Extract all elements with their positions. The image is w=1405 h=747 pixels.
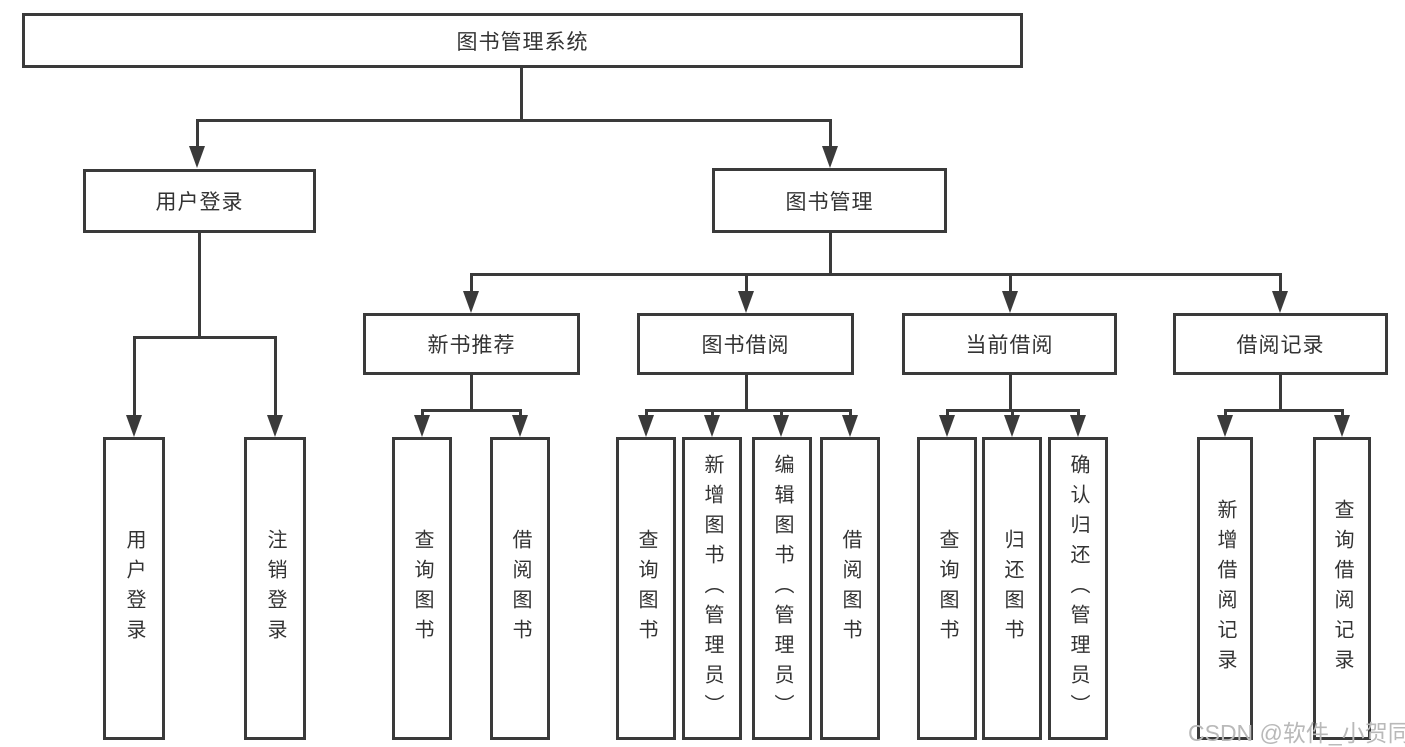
connector-root-stem: [520, 68, 523, 119]
arrowhead-to-leaf-login: [126, 415, 142, 437]
connector-leaf-stem: [711, 409, 714, 417]
arrowhead-to-leaf-add-record: [1217, 415, 1233, 437]
connector-leaf-stem: [645, 409, 648, 417]
connector-user-login-bar: [133, 336, 277, 339]
leaf-add-borrow-record-label: 新增借阅记录: [1214, 498, 1236, 679]
connector-book-mgmt-stem: [829, 233, 832, 275]
arrowhead-to-book-borrow: [738, 291, 754, 313]
arrowhead-to-leaf-add-book: [704, 415, 720, 437]
connector-new-book-bar: [421, 409, 522, 412]
connector-leaf-stem: [849, 409, 852, 417]
leaf-query-book-2-label: 查询图书: [635, 528, 657, 649]
connector-root-bar: [196, 119, 832, 122]
connector-current-borrow-stem: [1009, 374, 1012, 411]
node-user-login: 用户登录: [83, 169, 316, 233]
connector-to-user-login-stem: [196, 119, 199, 148]
connector-leaf-stem: [421, 409, 424, 417]
connector-book-borrow-stem: [745, 375, 748, 411]
leaf-edit-book-admin-label: 编辑图书（管理员）: [771, 453, 793, 724]
arrowhead-to-leaf-return-book: [1004, 415, 1020, 437]
arrowhead-to-leaf-borrow-book-2: [842, 415, 858, 437]
connector-user-login-stem: [198, 233, 201, 336]
connector-to-leaf-logout-stem: [274, 336, 277, 417]
connector-book-borrow-bar: [645, 409, 852, 412]
leaf-query-book-2: 查询图书: [616, 437, 676, 740]
leaf-query-book-3-label: 查询图书: [936, 528, 958, 649]
leaf-edit-book-admin: 编辑图书（管理员）: [752, 437, 812, 740]
leaf-borrow-book-2-label: 借阅图书: [839, 528, 861, 649]
arrowhead-to-current-borrow: [1002, 291, 1018, 313]
connector-leaf-stem: [1224, 409, 1227, 417]
leaf-borrow-book-1-label: 借阅图书: [509, 528, 531, 649]
arrowhead-to-book-mgmt: [822, 146, 838, 168]
arrowhead-to-leaf-borrow-book-1: [512, 415, 528, 437]
connector-leaf-stem: [946, 409, 949, 417]
connector-to-leaf-login-stem: [133, 336, 136, 417]
connector-to-current-borrow-stem: [1009, 273, 1012, 293]
connector-leaf-stem: [519, 409, 522, 417]
arrowhead-to-leaf-logout: [267, 415, 283, 437]
arrowhead-to-leaf-query-book-2: [638, 415, 654, 437]
leaf-logout-label: 注销登录: [264, 528, 286, 649]
connector-to-book-borrow-stem: [745, 273, 748, 293]
connector-to-new-book-stem: [470, 273, 473, 293]
arrowhead-to-user-login: [189, 146, 205, 168]
leaf-borrow-book-2: 借阅图书: [820, 437, 880, 740]
connector-leaf-stem: [1011, 409, 1014, 417]
node-book-management: 图书管理: [712, 168, 947, 233]
connector-book-mgmt-bar: [470, 273, 1282, 276]
arrowhead-to-leaf-query-record: [1334, 415, 1350, 437]
connector-leaf-stem: [1341, 409, 1344, 417]
leaf-add-borrow-record: 新增借阅记录: [1197, 437, 1253, 740]
leaf-query-book-1-label: 查询图书: [411, 528, 433, 649]
arrowhead-to-borrow-records: [1272, 291, 1288, 313]
connector-to-book-mgmt-stem: [829, 119, 832, 148]
connector-borrow-records-stem: [1279, 375, 1282, 411]
connector-leaf-stem: [780, 409, 783, 417]
csdn-watermark: CSDN @软件_小贺同学: [1188, 720, 1405, 746]
node-current-borrowing: 当前借阅: [902, 313, 1117, 375]
connector-borrow-records-bar: [1224, 409, 1344, 412]
node-book-borrowing: 图书借阅: [637, 313, 854, 375]
leaf-confirm-return-admin-label: 确认归还（管理员）: [1067, 453, 1089, 724]
arrowhead-to-leaf-confirm-return: [1070, 415, 1086, 437]
leaf-user-login-label: 用户登录: [123, 528, 145, 649]
leaf-query-borrow-record: 查询借阅记录: [1313, 437, 1371, 740]
node-new-book-recommend: 新书推荐: [363, 313, 580, 375]
leaf-add-book-admin: 新增图书（管理员）: [682, 437, 742, 740]
leaf-query-borrow-record-label: 查询借阅记录: [1331, 498, 1353, 679]
leaf-user-login: 用户登录: [103, 437, 165, 740]
leaf-return-book: 归还图书: [982, 437, 1042, 740]
node-root-library-system: 图书管理系统: [22, 13, 1023, 68]
arrowhead-to-leaf-edit-book: [773, 415, 789, 437]
connector-leaf-stem: [1077, 409, 1080, 417]
arrowhead-to-leaf-query-book-3: [939, 415, 955, 437]
leaf-query-book-1: 查询图书: [392, 437, 452, 740]
leaf-logout: 注销登录: [244, 437, 306, 740]
leaf-confirm-return-admin: 确认归还（管理员）: [1048, 437, 1108, 740]
node-borrowing-records: 借阅记录: [1173, 313, 1388, 375]
arrowhead-to-new-book: [463, 291, 479, 313]
leaf-add-book-admin-label: 新增图书（管理员）: [701, 453, 723, 724]
leaf-query-book-3: 查询图书: [917, 437, 977, 740]
arrowhead-to-leaf-query-book-1: [414, 415, 430, 437]
leaf-borrow-book-1: 借阅图书: [490, 437, 550, 740]
leaf-return-book-label: 归还图书: [1001, 528, 1023, 649]
connector-new-book-stem: [470, 375, 473, 411]
connector-to-borrow-records-stem: [1279, 273, 1282, 293]
